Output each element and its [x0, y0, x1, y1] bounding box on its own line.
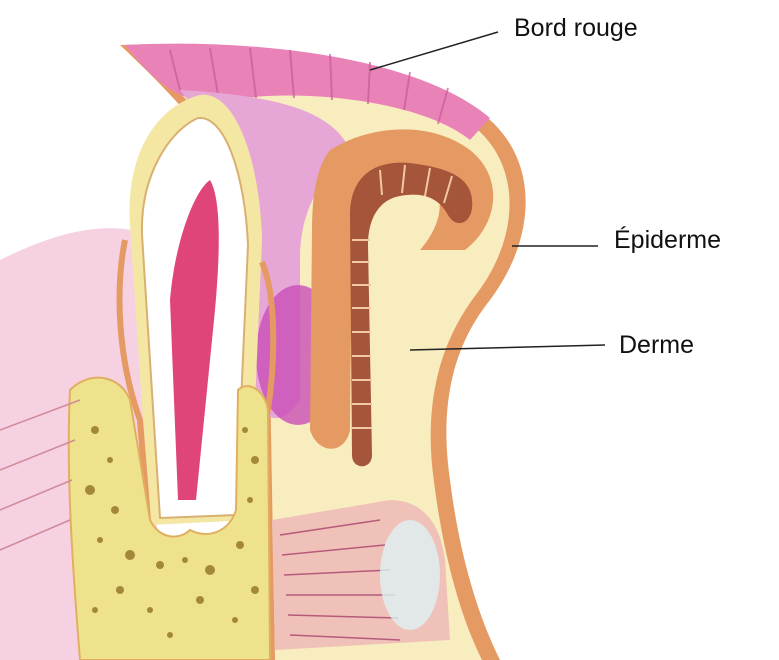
derme-label: Derme — [619, 333, 694, 358]
muscle-bundle-highlight — [380, 520, 440, 630]
epiderme-label: Épiderme — [614, 228, 721, 253]
bord-rouge-leader-line — [370, 32, 498, 70]
bord-rouge-label: Bord rouge — [514, 16, 638, 41]
